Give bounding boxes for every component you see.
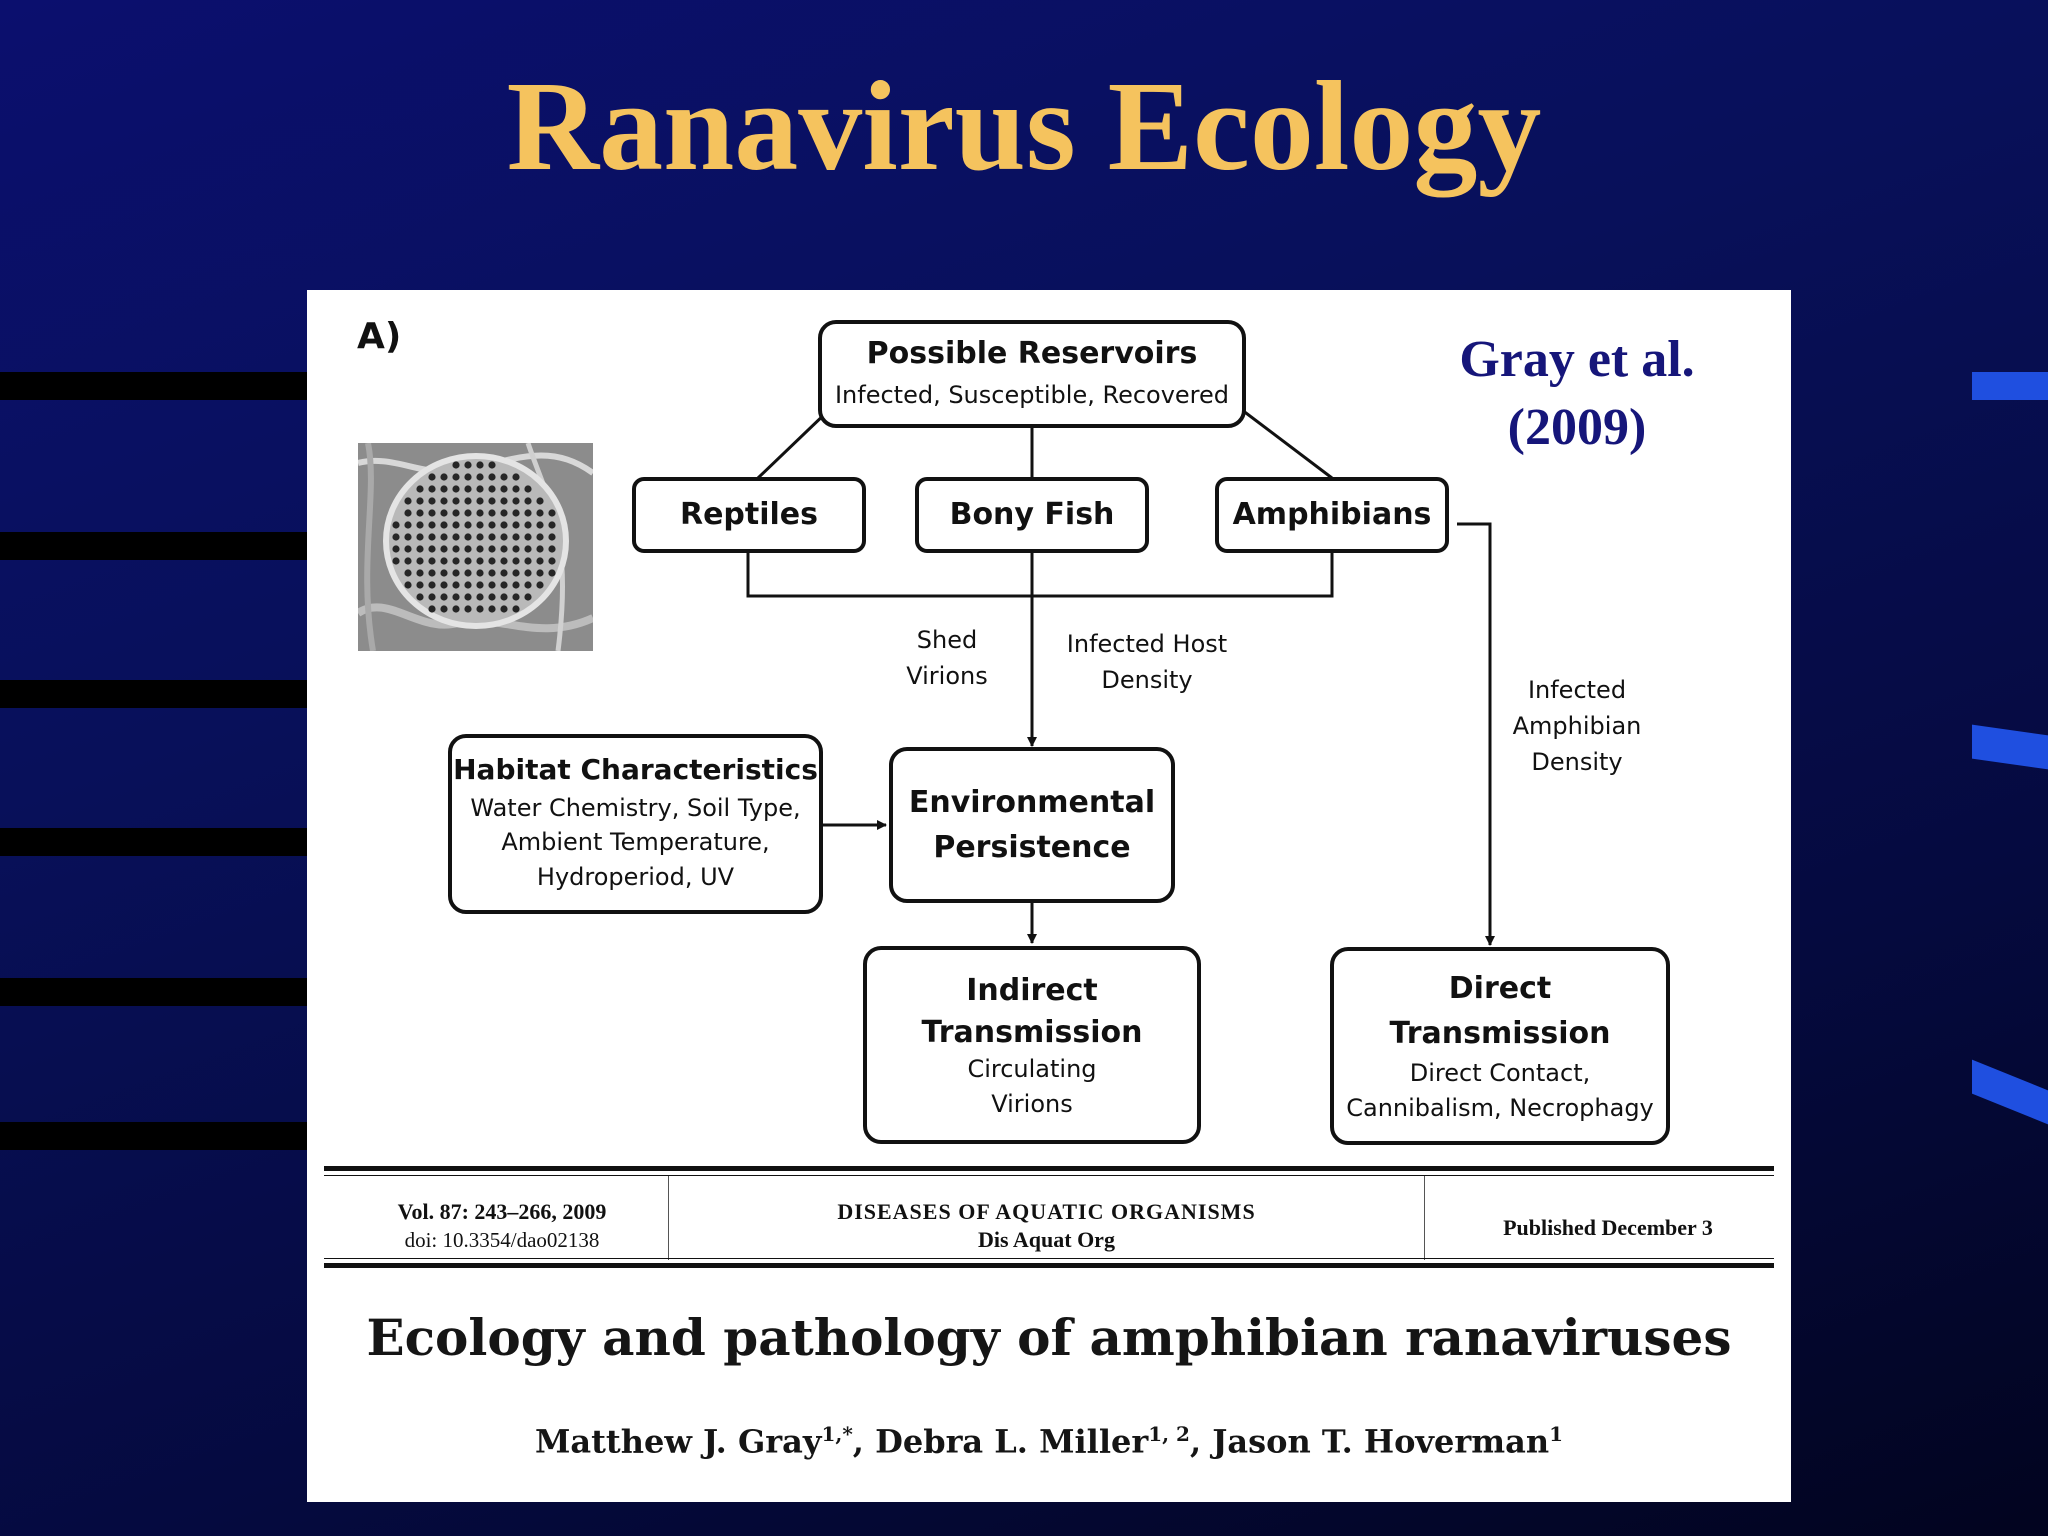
environmental-persistence-box: Environmental Persistence	[889, 747, 1175, 903]
direct-title: Transmission	[1389, 1016, 1611, 1052]
background-dash	[1972, 724, 2048, 770]
background-stripe	[0, 828, 307, 856]
shed-label-line: Shed	[916, 626, 978, 654]
reptiles-label: Reptiles	[679, 497, 819, 532]
micrograph-image	[358, 443, 593, 651]
author-name: Jason T. Hoverman	[1212, 1422, 1550, 1461]
published-date: Published December 3	[1503, 1215, 1713, 1240]
indirect-sub: Circulating	[967, 1055, 1097, 1084]
background-stripe	[0, 1122, 307, 1150]
habitat-line: Hydroperiod, UV	[536, 863, 735, 892]
reptiles-box: Reptiles	[632, 477, 866, 553]
citation-year: (2009)	[1507, 399, 1647, 456]
infected-host-density-label: Infected Host Density	[1047, 626, 1247, 698]
persistence-line: Persistence	[933, 830, 1131, 865]
indirect-title: Indirect	[966, 973, 1098, 1009]
journal-header-divider	[1424, 1176, 1425, 1260]
bony-fish-box: Bony Fish	[915, 477, 1149, 553]
habitat-characteristics-box: Habitat Characteristics Water Chemistry,…	[448, 734, 823, 914]
indirect-title: Transmission	[921, 1015, 1143, 1051]
connector-lines	[746, 408, 1495, 946]
author-affiliation: 1, 2	[1148, 1422, 1190, 1446]
direct-sub: Direct Contact,	[1409, 1059, 1591, 1088]
volume: Vol. 87: 243–266, 2009	[397, 1199, 607, 1224]
journal-header-top-rule	[324, 1166, 1774, 1171]
journal-header-divider	[668, 1176, 669, 1260]
background-dash	[1972, 1059, 2048, 1125]
direct-title: Direct	[1448, 971, 1552, 1007]
amph-density-line: Density	[1531, 748, 1623, 776]
background-stripe	[0, 532, 307, 560]
slide-title: Ranavirus Ecology	[506, 55, 1542, 197]
citation-authors: Gray et al.	[1459, 331, 1695, 388]
infected-amphibian-density-label: Infected Amphibian Density	[1507, 672, 1647, 780]
journal-name: DISEASES OF AQUATIC ORGANISMS Dis Aquat …	[669, 1198, 1424, 1254]
author-list: Matthew J. Gray1,*, Debra L. Miller1, 2,…	[534, 1422, 1564, 1461]
shed-virions-label: Shed Virions	[887, 622, 1007, 694]
amphibians-label: Amphibians	[1232, 497, 1432, 532]
direct-sub: Cannibalism, Necrophagy	[1346, 1094, 1654, 1122]
figure-panel: A) Gray et al. (2009) Possible Reservoir…	[307, 290, 1791, 1502]
citation: Gray et al. (2009)	[1427, 326, 1727, 462]
indirect-transmission-box: Indirect Transmission Circulating Virion…	[863, 946, 1201, 1144]
journal-header-bottom-rule-thin	[324, 1258, 1774, 1259]
habitat-title: Habitat Characteristics	[453, 753, 818, 786]
reservoirs-title: Possible Reservoirs	[866, 335, 1198, 371]
volume-info: Vol. 87: 243–266, 2009 doi: 10.3354/dao0…	[337, 1198, 667, 1254]
paper-title: Ecology and pathology of amphibian ranav…	[366, 1308, 1732, 1367]
journal-header-bottom-rule	[324, 1263, 1774, 1268]
direct-transmission-box: Direct Transmission Direct Contact, Cann…	[1330, 947, 1670, 1145]
amph-density-line: Amphibian	[1512, 712, 1642, 740]
background-stripe	[0, 680, 307, 708]
author-affiliation: 1,*	[821, 1422, 853, 1446]
background-stripe	[0, 978, 307, 1006]
author-affiliation: 1	[1549, 1422, 1564, 1446]
panel-label: A)	[357, 316, 402, 357]
author-name: Debra L. Miller	[875, 1422, 1149, 1461]
journal-header-top-rule-thin	[324, 1175, 1774, 1176]
doi: doi: 10.3354/dao02138	[404, 1228, 600, 1252]
habitat-line: Water Chemistry, Soil Type,	[470, 793, 801, 822]
journal-title: DISEASES OF AQUATIC ORGANISMS	[837, 1199, 1256, 1224]
reservoirs-subtitle: Infected, Susceptible, Recovered	[834, 380, 1230, 409]
amph-density-line: Infected	[1527, 676, 1627, 704]
persistence-line: Environmental	[908, 785, 1156, 820]
bony-fish-label: Bony Fish	[949, 497, 1115, 532]
host-density-line: Infected Host	[1066, 630, 1228, 658]
habitat-line: Ambient Temperature,	[501, 828, 770, 857]
amphibians-box: Amphibians	[1215, 477, 1449, 553]
background-stripe	[0, 372, 307, 400]
background-dash	[1972, 372, 2048, 400]
host-density-line: Density	[1101, 666, 1193, 694]
shed-label-line: Virions	[906, 662, 988, 690]
indirect-sub: Virions	[991, 1090, 1073, 1118]
possible-reservoirs-box: Possible Reservoirs Infected, Susceptibl…	[818, 320, 1246, 428]
author-name: Matthew J. Gray	[534, 1422, 822, 1461]
journal-abbrev: Dis Aquat Org	[978, 1227, 1115, 1252]
